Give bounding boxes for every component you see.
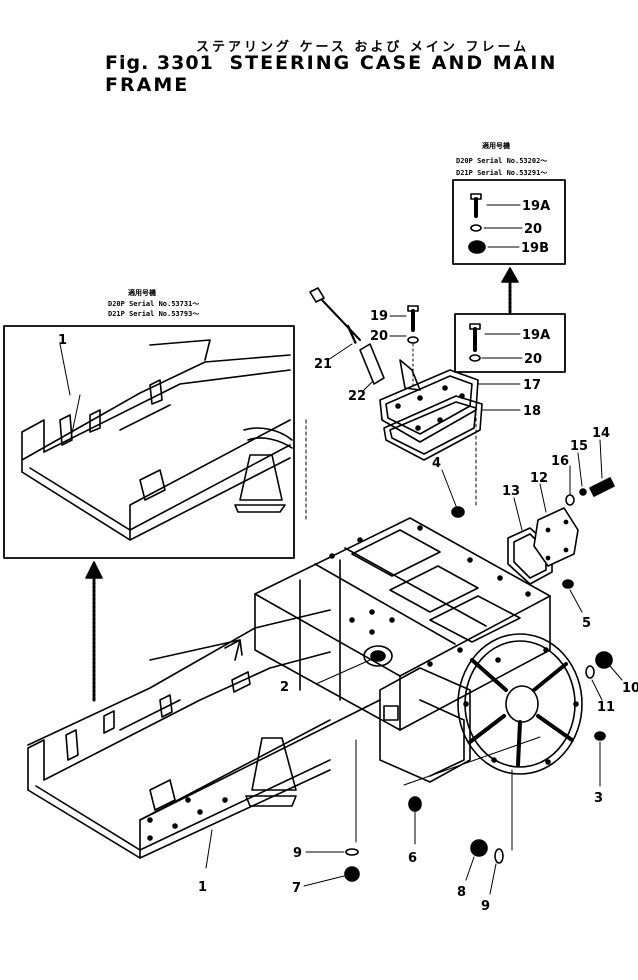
inset-arrow-right [501, 267, 519, 314]
callout-18: 18 [523, 404, 541, 419]
inset-arrow-left [85, 561, 103, 702]
callout-19b: 19B [521, 241, 549, 256]
figure-number: Fig. 3301 [105, 52, 214, 74]
frame-inset-serial-d20p: D20P Serial No.53731～ [108, 300, 199, 308]
figure-name: STEERING CASE AND MAIN FRAME [105, 52, 558, 96]
callout-3: 3 [594, 791, 603, 806]
cover-bolt-box [454, 313, 566, 373]
cover-inset [452, 179, 566, 265]
title-japanese: ステアリング ケース および メイン フレーム [196, 40, 530, 55]
callout-13: 13 [502, 484, 520, 499]
callout-21: 21 [314, 357, 332, 372]
callout-10: 10 [622, 681, 638, 696]
callout-19: 19 [370, 309, 388, 324]
main-frame [27, 609, 381, 859]
callout-4: 4 [432, 456, 441, 471]
steering-case [254, 517, 551, 783]
frame-inset [3, 325, 295, 559]
plug-10 [595, 651, 613, 669]
callout-22: 22 [348, 389, 366, 404]
final-drive-flange [457, 633, 583, 775]
callout-14: 14 [592, 426, 610, 441]
plug-3 [594, 731, 606, 741]
washer-11 [585, 665, 595, 679]
callout-16: 16 [551, 454, 569, 469]
oring-9b [494, 848, 504, 864]
side-plate-assembly [507, 477, 615, 585]
callout-11: 11 [597, 700, 615, 715]
callout-7: 7 [292, 881, 301, 896]
callout-9b: 9 [481, 899, 490, 914]
callout-20-left: 20 [370, 329, 388, 344]
callout-1: 1 [198, 880, 207, 895]
callout-1-inset: 1 [58, 333, 67, 348]
cover-inset-heading: 適用号機 [482, 141, 510, 150]
frame-inset-serial-d21p: D21P Serial No.53793～ [108, 310, 199, 318]
plug-4 [451, 506, 465, 518]
callout-17: 17 [523, 378, 541, 393]
callout-5: 5 [582, 616, 591, 631]
frame-inset-heading: 適用号機 [128, 288, 156, 297]
callout-6: 6 [408, 851, 417, 866]
callout-20-top: 20 [524, 222, 542, 237]
callout-15: 15 [570, 439, 588, 454]
cover-bolt-19 [407, 305, 419, 386]
callout-19a-top: 19A [522, 199, 550, 214]
callout-2: 2 [280, 680, 289, 695]
callout-19a-mid: 19A [522, 328, 550, 343]
figure-title: Fig. 3301 STEERING CASE AND MAIN FRAME [105, 52, 638, 96]
plug-7 [344, 866, 360, 882]
callout-20-mid: 20 [524, 352, 542, 367]
oring-9a [345, 848, 359, 856]
cover-inset-serial-d21p: D21P Serial No.53291～ [456, 169, 547, 177]
plug-5 [562, 579, 574, 589]
callout-9a: 9 [293, 846, 302, 861]
plug-6 [408, 796, 422, 812]
callout-8: 8 [457, 885, 466, 900]
cover-inset-serial-d20p: D20P Serial No.53202～ [456, 157, 547, 165]
steering-case-cover [379, 369, 479, 443]
breather-pipe [309, 287, 421, 391]
callout-12: 12 [530, 471, 548, 486]
cover-gasket [383, 395, 483, 461]
plug-8 [470, 839, 488, 857]
